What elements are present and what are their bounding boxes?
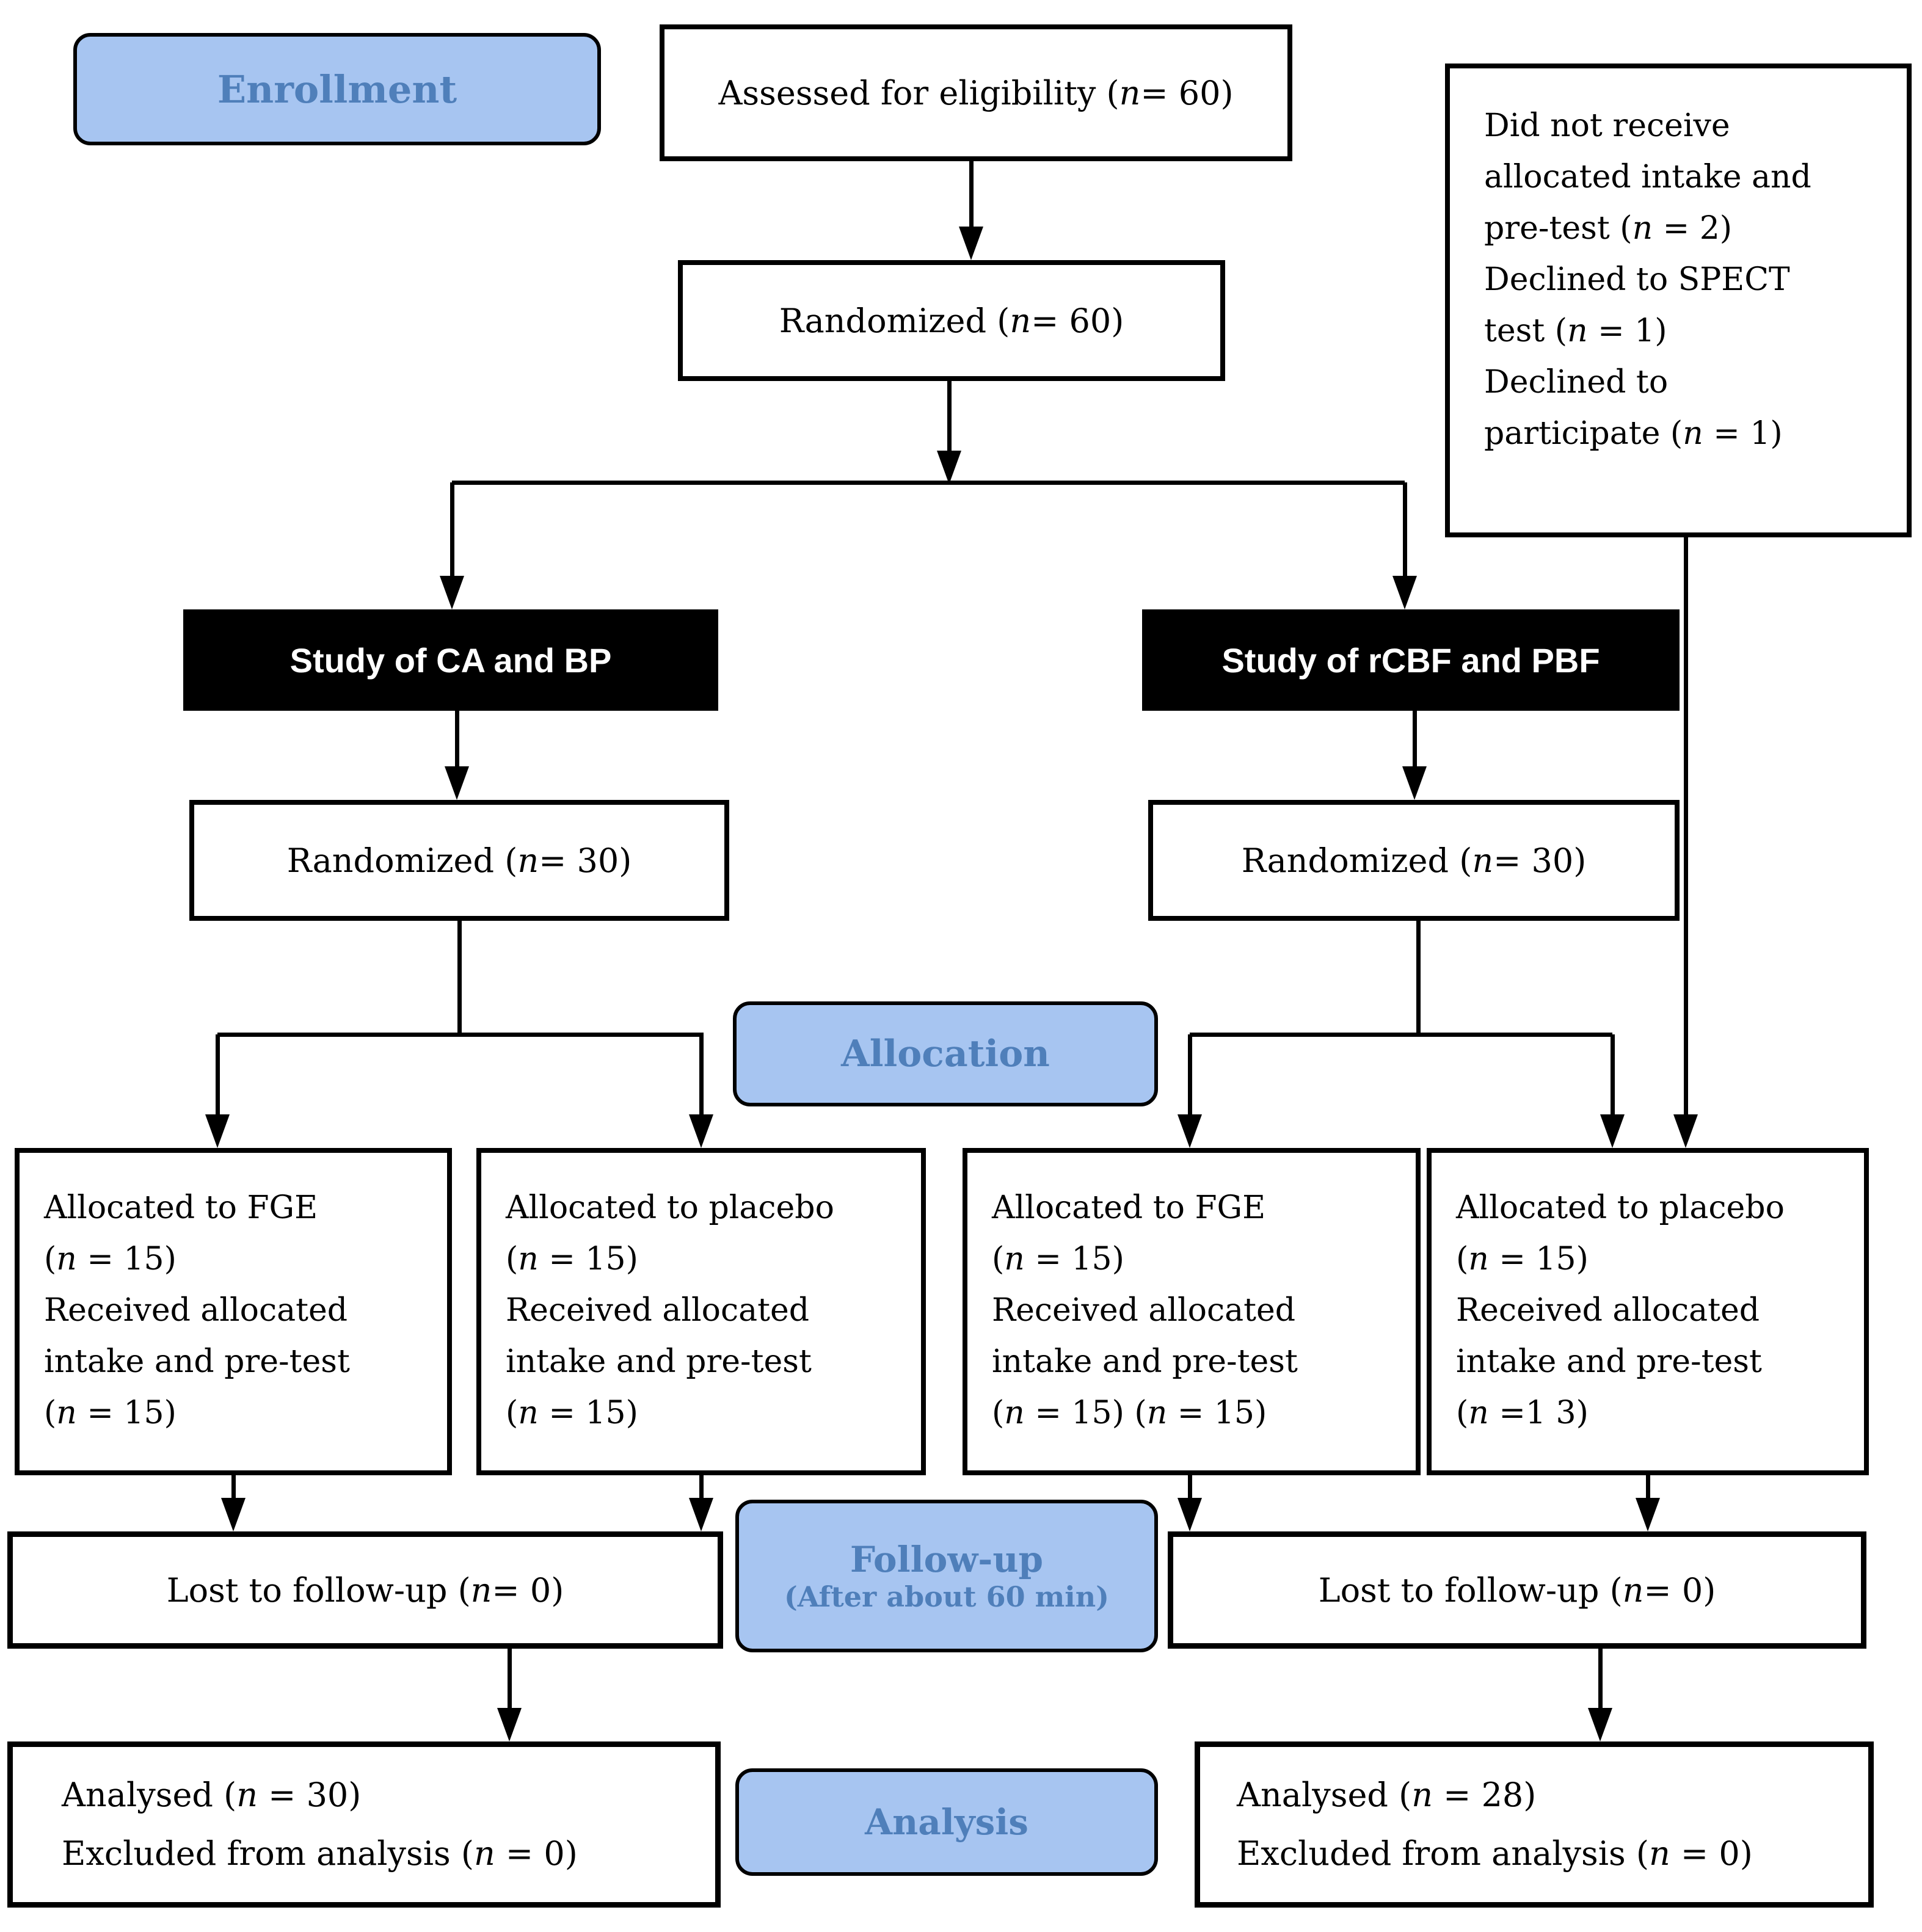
arm-title-ca-bp: Study of CA and BP — [183, 609, 718, 711]
arrowhead-lost-left-to-analysed — [497, 1708, 522, 1741]
randomized-right-box: Randomized (n = 30) — [1148, 800, 1680, 921]
arrowhead-assessed-to-randomized — [959, 227, 983, 260]
arrowhead-alloc2 — [689, 1114, 713, 1148]
arrowhead-alloc1 — [205, 1114, 230, 1148]
followup-label-line2: (After about 60 min) — [784, 1580, 1109, 1613]
stage-label-analysis: Analysis — [735, 1768, 1158, 1876]
arrowhead-exclusion-to-alloc4 — [1673, 1114, 1698, 1148]
randomized-left-box: Randomized (n = 30) — [189, 800, 729, 921]
connector-split-bar-right — [1190, 1033, 1612, 1037]
arrowhead-alloc4-to-lost — [1636, 1498, 1660, 1531]
analysed-right-box: Analysed (n = 28)Excluded from analysis … — [1195, 1741, 1874, 1908]
arrowhead-alloc2-to-lost — [689, 1498, 713, 1531]
connector-left-randomized30-stem — [457, 921, 462, 1037]
connector-drop-alloc4 — [1611, 1034, 1615, 1117]
lost-to-followup-left-box: Lost to follow-up (n = 0) — [7, 1531, 723, 1649]
allocation-box-placebo-left: Allocated to placebo(n = 15)Received all… — [476, 1148, 926, 1475]
allocation-box-fge-right: Allocated to FGE(n = 15)Received allocat… — [963, 1148, 1421, 1475]
connector-right-randomized30-stem — [1416, 921, 1421, 1037]
arrowhead-right-randomized30 — [1402, 766, 1427, 800]
connector-drop-alloc3 — [1188, 1034, 1192, 1117]
connector-alloc4-to-lost — [1646, 1475, 1650, 1501]
arrowhead-lost-right-to-analysed — [1588, 1708, 1612, 1741]
connector-split-bar-top — [452, 481, 1405, 485]
arrowhead-right-arm — [1392, 576, 1417, 609]
arm-title-rcbf-pbf: Study of rCBF and PBF — [1142, 609, 1680, 711]
connector-drop-alloc1 — [216, 1034, 220, 1117]
arrowhead-alloc1-to-lost — [221, 1498, 246, 1531]
lost-to-followup-right-box: Lost to follow-up (n = 0) — [1168, 1531, 1866, 1649]
connector-split-bar-left — [217, 1033, 704, 1037]
connector-lost-left-to-analysed — [508, 1649, 512, 1713]
connector-exclusion-to-alloc4 — [1684, 537, 1688, 1117]
arrowhead-alloc4 — [1600, 1114, 1625, 1148]
stage-label-enrollment: Enrollment — [73, 33, 601, 145]
connector-alloc3-to-lost — [1188, 1475, 1192, 1501]
followup-label-line1: Follow-up — [850, 1539, 1044, 1580]
connector-left-arm-to-randomized30 — [455, 711, 459, 772]
connector-alloc1-to-lost — [231, 1475, 236, 1501]
connector-lost-right-to-analysed — [1598, 1649, 1603, 1713]
connector-assessed-to-randomized — [969, 161, 974, 228]
stage-label-allocation: Allocation — [733, 1001, 1158, 1106]
randomized-total-box: Randomized (n = 60) — [678, 260, 1225, 381]
connector-drop-right-arm — [1403, 482, 1407, 580]
stage-label-followup: Follow-up (After about 60 min) — [735, 1500, 1158, 1652]
arrowhead-randomized-split — [937, 451, 961, 484]
arrowhead-alloc3 — [1178, 1114, 1202, 1148]
analysed-left-box: Analysed (n = 30)Excluded from analysis … — [7, 1741, 721, 1908]
connector-randomized-stem — [947, 381, 952, 453]
connector-drop-alloc2 — [699, 1034, 704, 1117]
arrowhead-left-randomized30 — [445, 766, 469, 800]
connector-alloc2-to-lost — [699, 1475, 704, 1501]
allocation-box-placebo-right: Allocated to placebo(n = 15)Received all… — [1427, 1148, 1869, 1475]
allocation-box-fge-left: Allocated to FGE(n = 15)Received allocat… — [15, 1148, 452, 1475]
assessed-for-eligibility-box: Assessed for eligibility (n = 60) — [660, 24, 1292, 161]
connector-drop-left-arm — [450, 482, 454, 580]
connector-right-arm-to-randomized30 — [1413, 711, 1417, 772]
arrowhead-left-arm — [440, 576, 464, 609]
arrowhead-alloc3-to-lost — [1178, 1498, 1202, 1531]
